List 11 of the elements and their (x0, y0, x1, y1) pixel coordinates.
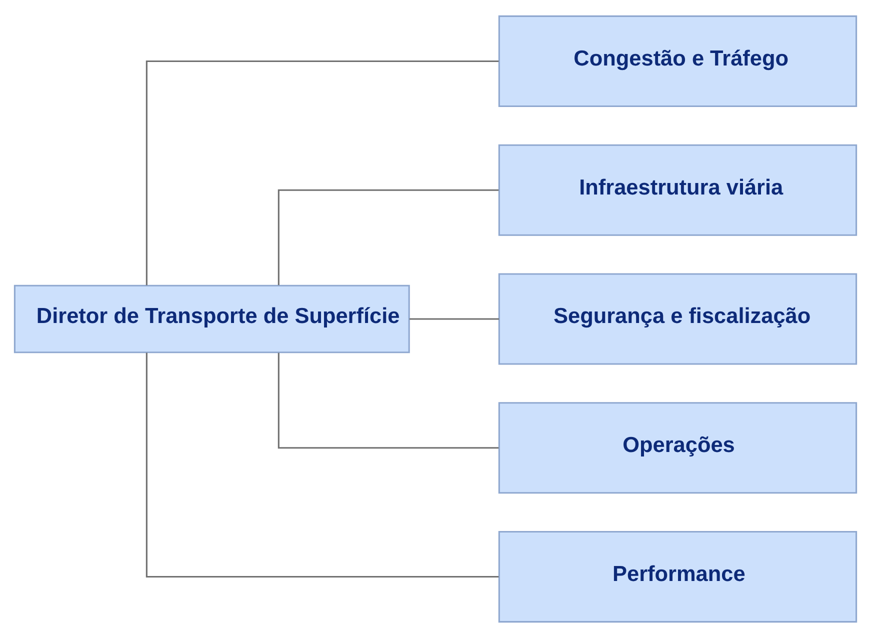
node-box: Infraestrutura viária (498, 144, 858, 236)
node-box: Segurança e fiscalização (498, 272, 858, 364)
connector (146, 352, 499, 578)
connector (409, 318, 500, 320)
node-box: Operações (498, 402, 858, 494)
connector (278, 352, 499, 448)
node-box: Diretor de Transporte de Superfície (14, 284, 410, 353)
connector (146, 60, 499, 285)
connector (278, 188, 499, 285)
node-box: Performance (498, 530, 858, 622)
node-box: Congestão e Tráfego (498, 14, 858, 107)
